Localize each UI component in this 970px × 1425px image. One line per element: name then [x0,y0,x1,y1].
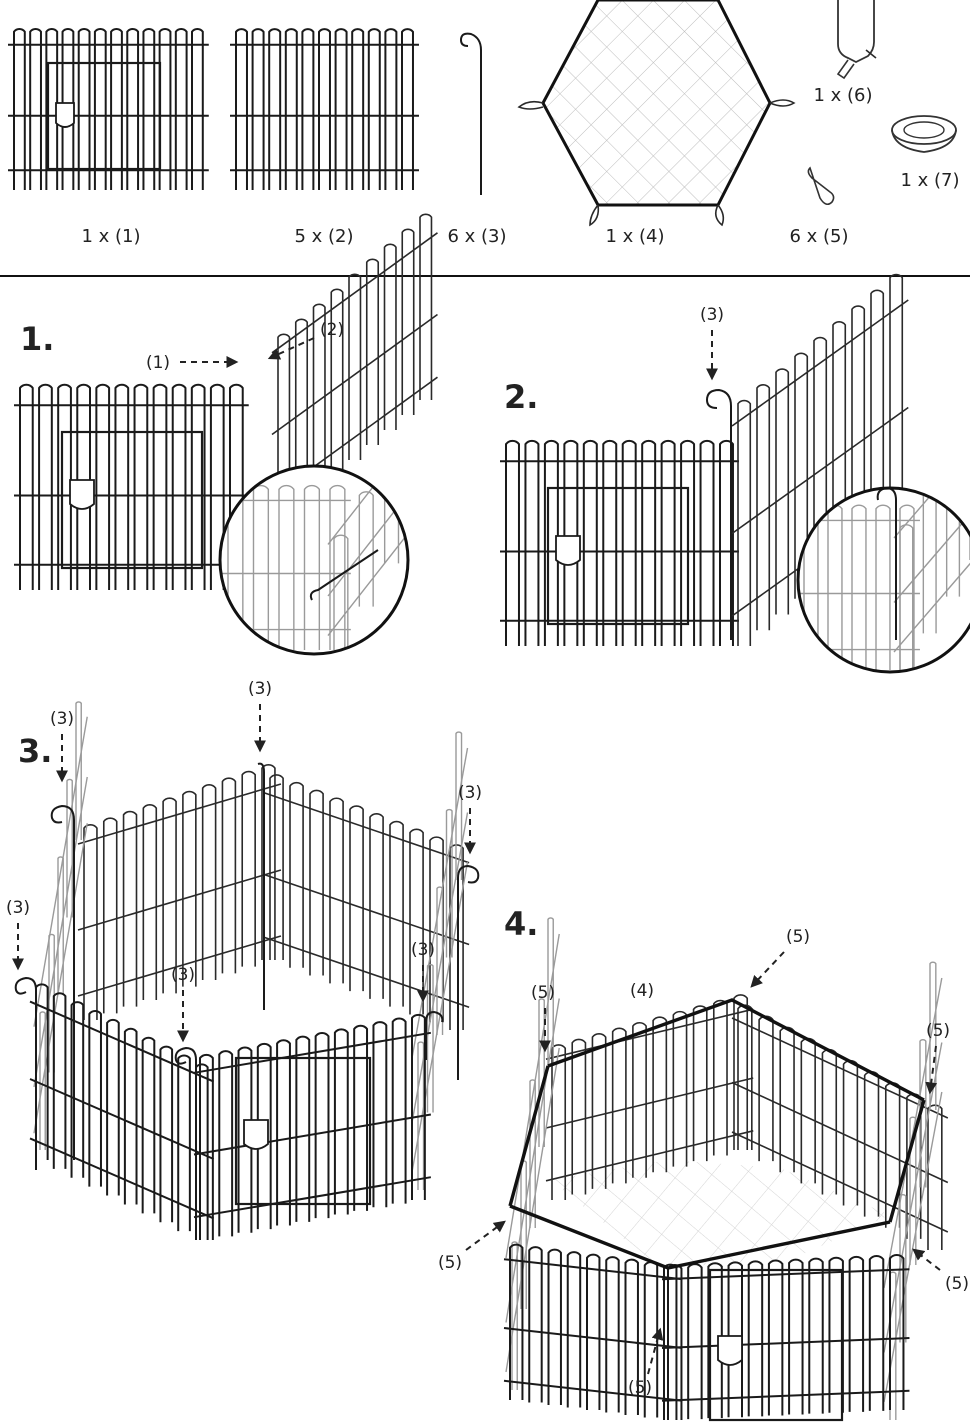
step4-pen-with-mat [503,917,949,1422]
svg-text:(3): (3) [248,679,272,699]
step1-callout-2: (2) [267,320,344,360]
step4-number: 4. [504,905,538,943]
svg-text:(3): (3) [411,940,435,960]
svg-text:(3): (3) [171,965,195,985]
step1-callout-1: (1) [146,353,239,373]
svg-text:(3): (3) [700,305,724,325]
part2-label: 5 x (2) [294,226,353,247]
part6-label: 1 x (6) [813,85,872,106]
part3-label: 6 x (3) [447,226,506,247]
svg-text:(5): (5) [945,1274,969,1294]
part5-clip-drawing [807,166,835,206]
step3-callouts: (3) (3) (3) (3) (3) (3) [6,679,482,1043]
panel-door-outline [46,61,162,171]
svg-text:(5): (5) [438,1253,462,1273]
part6-water-bottle-drawing [836,0,877,80]
part7-label: 1 x (7) [900,170,959,191]
svg-text:(5): (5) [926,1021,950,1041]
step1-side-panel [271,213,438,520]
svg-text:(5): (5) [531,983,555,1003]
part4-label: 1 x (4) [605,226,664,247]
step2-detail-magnifier [796,486,970,674]
svg-text:(4): (4) [630,981,654,1001]
step2: 2. (3) [500,273,970,674]
svg-text:(3): (3) [6,898,30,918]
step3-number: 3. [18,732,52,770]
step4-callouts: (5) (5) (4) (5) (5) (5) (5) [438,927,969,1398]
step1-detail-magnifier [218,464,410,656]
mat-edge [508,998,926,1223]
part1-door-panel-drawing [8,28,209,190]
svg-text:(3): (3) [458,783,482,803]
parts-list: 1 x (1) 5 x (2) 6 x (3) 1 x (4) 6 x (5) [8,0,960,247]
part7-bowl-drawing [891,115,957,153]
part1-label: 1 x (1) [81,226,140,247]
svg-text:(1): (1) [146,353,170,373]
door-latch-icon [243,1119,269,1150]
door-latch-icon [55,102,75,128]
svg-text:(5): (5) [628,1378,652,1398]
step1: 1. (1) (2) [14,213,438,656]
part4-mat-drawing [517,0,796,227]
door-latch-icon [555,535,581,566]
step3: 3. (3) (3) (3) (3) (3) (3) [6,679,482,1240]
part2-panel-drawing [230,28,419,190]
step3-pen-structure [29,701,470,1240]
step1-number: 1. [20,320,54,358]
step2-door-panel [500,439,739,646]
part3-pin-drawing [459,32,482,195]
step2-pin [705,388,732,640]
step1-door-panel [14,383,249,590]
door-latch-icon [69,479,95,510]
door-latch-icon [717,1335,743,1366]
part5-label: 6 x (5) [789,226,848,247]
svg-text:(5): (5) [786,927,810,947]
svg-text:(3): (3) [50,709,74,729]
svg-text:(2): (2) [320,320,344,340]
step2-callout-3: (3) [700,305,724,381]
step4: 4. (5) (5) (4) (5) (5) (5) (5) [438,905,969,1422]
step3-pins [14,762,480,1230]
step2-number: 2. [504,378,538,416]
floor-mat [550,1160,890,1268]
